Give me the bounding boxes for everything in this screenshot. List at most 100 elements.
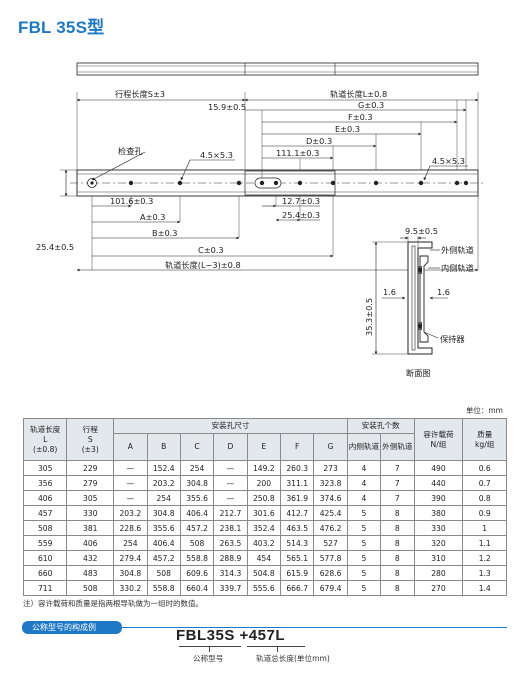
table-cell: 4	[346, 490, 382, 506]
dim-b-label: B±0.3	[152, 228, 178, 238]
table-cell: 390	[413, 490, 464, 506]
table-cell: 8	[380, 565, 415, 581]
table-cell: 238.1	[213, 520, 248, 536]
table-cell: 323.8	[313, 475, 348, 491]
col-head-a: A	[113, 433, 148, 461]
table-cell: 352.4	[246, 520, 282, 536]
table-cell: 149.2	[246, 460, 282, 476]
table-cell: 508	[146, 565, 181, 581]
mass-unit: kg/组	[475, 439, 495, 449]
table-cell: 508	[66, 580, 115, 596]
table-cell: 279	[66, 475, 115, 491]
table-cell: 406	[66, 535, 115, 551]
table-cell: 660.4	[179, 580, 215, 596]
length-symbol: L	[43, 434, 48, 444]
table-cell: 374.6	[313, 490, 348, 506]
inspection-hole-label: 检查孔	[118, 146, 143, 156]
table-cell: 8	[380, 580, 415, 596]
table-cell: 483	[66, 565, 115, 581]
dim-a-label: A±0.3	[140, 212, 165, 222]
table-cell: 0.8	[462, 490, 507, 506]
dim-1-6-right-label: 1.6	[437, 287, 450, 297]
model-name: FBL35S	[176, 627, 235, 644]
table-cell: 355.6	[146, 520, 181, 536]
length-caption: 轨道总长度(单位mm)	[256, 654, 330, 663]
dim-9-5-label: 9.5±0.5	[405, 226, 438, 236]
table-cell: 280	[413, 565, 464, 581]
table-cell: —	[213, 490, 248, 506]
col-head-outer-rail: 外侧轨道	[380, 433, 415, 461]
table-cell: —	[213, 475, 248, 491]
table-cell: 476.2	[313, 520, 348, 536]
load-unit: N/组	[430, 439, 447, 449]
unit-note: 单位：mm	[465, 406, 503, 415]
table-cell: 508	[22, 520, 68, 536]
rail-front-view	[70, 169, 485, 197]
banner-rule	[122, 627, 507, 628]
table-cell: 381	[66, 520, 115, 536]
technical-drawing: 行程长度S±3 轨道长度L±0.8 15.9±0.5 G±0.3 F±0.3 E…	[36, 62, 485, 378]
section-view	[372, 236, 448, 355]
table-cell: 8	[380, 535, 415, 551]
table-cell: 406	[22, 490, 68, 506]
stroke-symbol: S	[87, 434, 93, 444]
table-cell: 250.8	[246, 490, 282, 506]
table-cell: 263.5	[213, 535, 248, 551]
table-cell: 454	[246, 550, 282, 566]
table-cell: 228.6	[113, 520, 148, 536]
table-cell: —	[213, 460, 248, 476]
table-cell: 514.3	[279, 535, 315, 551]
table-cell: 457	[22, 505, 68, 521]
dim-12-7-label: 12.7±0.3	[282, 196, 320, 206]
table-cell: 558.8	[179, 550, 215, 566]
section-caption: 断面图	[406, 368, 431, 378]
model-code: FBL35S +457L	[176, 627, 285, 644]
table-cell: 203.2	[146, 475, 181, 491]
col-head-c: C	[179, 433, 215, 461]
table-cell: 320	[413, 535, 464, 551]
table-cell: —	[113, 475, 148, 491]
inner-rail-label: 内侧轨道	[441, 263, 474, 273]
table-cell: 273	[313, 460, 348, 476]
table-cell: 432	[66, 550, 115, 566]
table-cell: —	[113, 490, 148, 506]
table-cell: 5	[346, 550, 382, 566]
spec-table: 轨道长度 L (±0.8) 行程 S (±3) 安装孔尺寸 安装孔个数 容许载荷…	[22, 418, 507, 596]
table-cell: 527	[313, 535, 348, 551]
table-cell: 1.2	[462, 550, 507, 566]
footnote: 注）容许载荷和质量是指两根导轨做为一组时的数值。	[23, 599, 203, 608]
table-cell: 0.9	[462, 505, 507, 521]
table-cell: 301.6	[246, 505, 282, 521]
table-cell: 508	[179, 535, 215, 551]
table-cell: 5	[346, 505, 382, 521]
length-tick	[277, 646, 278, 652]
table-cell: 330	[413, 520, 464, 536]
table-cell: 305	[22, 460, 68, 476]
table-cell: 212.7	[213, 505, 248, 521]
table-cell: 457.2	[146, 550, 181, 566]
table-cell: 8	[380, 505, 415, 521]
dim-111-1-label: 111.1±0.3	[276, 148, 319, 158]
dimension-lines	[64, 98, 479, 272]
table-cell: 504.8	[246, 565, 282, 581]
rail-length-label: 轨道长度L±0.8	[330, 89, 387, 99]
table-cell: —	[113, 460, 148, 476]
table-cell: 628.6	[313, 565, 348, 581]
table-cell: 8	[380, 550, 415, 566]
example-banner: 公称型号的构成例	[22, 621, 122, 634]
table-cell: 1.4	[462, 580, 507, 596]
model-tick	[209, 646, 210, 652]
table-cell: 4	[346, 475, 382, 491]
dim-c-label: C±0.3	[198, 245, 224, 255]
dim-25-4-right-label: 25.4±0.3	[282, 210, 320, 220]
table-cell: 288.9	[213, 550, 248, 566]
col-head-inner-rail: 内侧轨道	[346, 433, 382, 461]
table-cell: 7	[380, 490, 415, 506]
table-cell: 609.6	[179, 565, 215, 581]
mass-head-text: 质量	[477, 429, 493, 439]
table-cell: 1.3	[462, 565, 507, 581]
